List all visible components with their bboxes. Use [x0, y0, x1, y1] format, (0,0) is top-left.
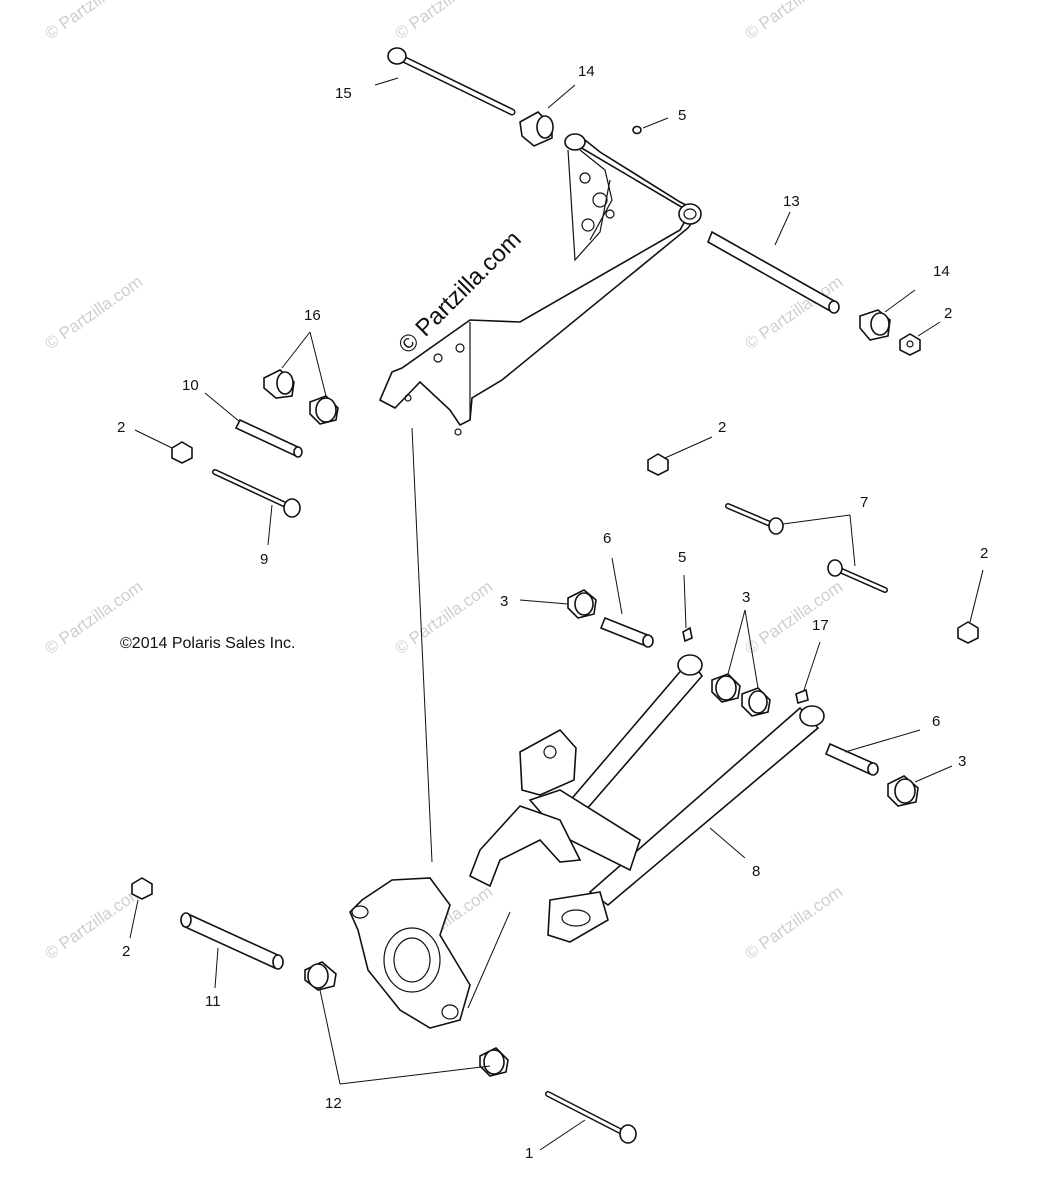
- nut-2-right: [899, 333, 921, 356]
- callout-10: 10: [182, 377, 199, 394]
- background-watermarks: © Partzilla.com © Partzilla.com © Partzi…: [41, 0, 846, 963]
- bolt-15: [387, 47, 516, 116]
- bushing-16: [263, 369, 339, 425]
- callout-2: 2: [718, 419, 726, 436]
- upper-a-arm: [378, 133, 702, 436]
- callout-13: 13: [783, 193, 800, 210]
- bushing-12: [304, 961, 509, 1077]
- nut-2-left: [171, 441, 193, 464]
- watermark: © Partzilla.com: [41, 0, 146, 43]
- fitting-5-top: [632, 125, 642, 135]
- watermark: © Partzilla.com: [391, 0, 496, 43]
- fitting-17: [795, 688, 809, 705]
- bushing-3-middle: [711, 673, 771, 717]
- watermark: © Partzilla.com: [741, 0, 846, 43]
- bushing-3-left: [567, 589, 597, 619]
- callout-14: 14: [933, 263, 950, 280]
- sleeve-11: [180, 912, 284, 970]
- assembly-line: [411, 427, 433, 863]
- spindle-knuckle: [349, 877, 471, 1029]
- bolt-7: [725, 503, 888, 593]
- callout-2: 2: [944, 305, 952, 322]
- nut-2-center: [647, 453, 669, 476]
- callout-6: 6: [603, 530, 611, 547]
- callout-9: 9: [260, 551, 268, 568]
- nut-2-lower-left: [131, 877, 153, 900]
- callout-7: 7: [860, 494, 868, 511]
- sleeve-6-left: [599, 616, 654, 648]
- callout-5: 5: [678, 107, 686, 124]
- callout-15: 15: [335, 85, 352, 102]
- watermark: © Partzilla.com: [41, 272, 146, 353]
- callout-11: 11: [205, 993, 221, 1010]
- callout-2: 2: [117, 419, 125, 436]
- watermark: © Partzilla.com: [41, 882, 146, 963]
- watermark: © Partzilla.com: [741, 577, 846, 658]
- callout-16: 16: [304, 307, 321, 324]
- nut-2-far-right: [957, 621, 979, 644]
- bushing-14-top: [519, 111, 554, 147]
- callout-2: 2: [980, 545, 988, 562]
- bushing-3-right: [887, 775, 919, 807]
- pin-10: [234, 418, 303, 458]
- fitting-5-lower: [682, 626, 693, 643]
- callout-3: 3: [958, 753, 966, 770]
- callout-12: 12: [325, 1095, 342, 1112]
- callout-3: 3: [742, 589, 750, 606]
- sleeve-6-right: [824, 742, 879, 776]
- callout-8: 8: [752, 863, 760, 880]
- callout-5: 5: [678, 549, 686, 566]
- copyright-text: ©2014 Polaris Sales Inc.: [120, 635, 296, 652]
- lower-a-arm: [468, 654, 825, 943]
- watermark: © Partzilla.com: [391, 577, 496, 658]
- bushing-14-right: [859, 309, 891, 341]
- callout-labels: 15 14 5 13 14 2 16 10 2 2 7 9 6 5 2 3 3 …: [117, 63, 988, 1162]
- watermark: © Partzilla.com: [741, 882, 846, 963]
- bolt-1: [545, 1091, 637, 1144]
- callout-17: 17: [812, 617, 829, 634]
- callout-1: 1: [525, 1145, 533, 1162]
- callout-2: 2: [122, 943, 130, 960]
- callout-6: 6: [932, 713, 940, 730]
- callout-14: 14: [578, 63, 595, 80]
- assembly-line: [467, 911, 511, 1009]
- callout-3: 3: [500, 593, 508, 610]
- bolt-9: [212, 469, 301, 518]
- tube-13: [706, 230, 840, 314]
